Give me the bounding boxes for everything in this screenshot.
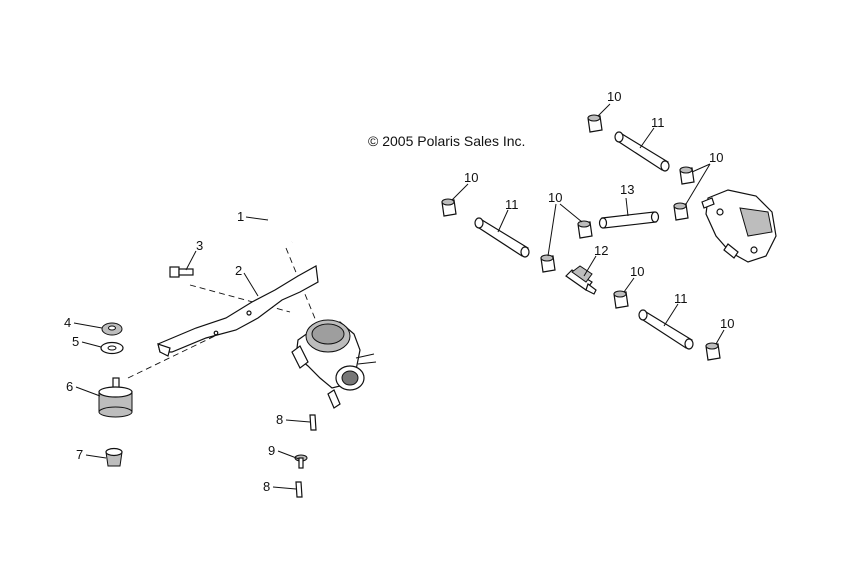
leader-10a	[597, 103, 611, 117]
callout-1: 1	[237, 209, 244, 224]
leader-6	[75, 386, 101, 397]
part-11-fuel-line-upper	[614, 131, 670, 172]
part-4-nut	[101, 322, 123, 336]
carburetor	[291, 319, 377, 409]
leader-4	[73, 322, 103, 329]
leader-11a	[639, 127, 655, 149]
callout-10a: 10	[607, 89, 621, 104]
callout-10d: 10	[548, 190, 562, 205]
part-3-bolt	[169, 266, 194, 278]
part-10-clamp-e	[577, 220, 593, 239]
callout-9: 9	[268, 443, 275, 458]
leader-10f	[715, 329, 725, 345]
callout-11c: 11	[674, 291, 688, 306]
leader-9	[277, 450, 300, 460]
fuel-pump	[701, 189, 777, 263]
leader-11c	[663, 303, 679, 327]
callout-7: 7	[76, 447, 83, 462]
leader-1	[245, 216, 269, 221]
part-7-sleeve-nut	[105, 447, 123, 467]
part-10-clamp-f	[540, 254, 556, 273]
leader-13	[625, 197, 629, 217]
part-10-clamp-c	[673, 202, 689, 221]
leader-12	[583, 255, 597, 277]
part-12-fuel-filter	[565, 265, 597, 295]
leader-8b	[272, 486, 297, 490]
callout-11b: 11	[505, 197, 519, 212]
part-1-vent-hose	[266, 215, 296, 244]
part-8-clamp-upper	[309, 414, 317, 431]
part-10-clamp-b	[679, 166, 695, 185]
part-10-clamp-d	[441, 198, 457, 217]
leader-11b	[497, 209, 509, 233]
leader-5	[81, 341, 102, 348]
leader-2	[243, 272, 259, 297]
callout-4: 4	[64, 315, 71, 330]
callout-10b: 10	[709, 150, 723, 165]
part-5-washer	[100, 341, 124, 355]
leader-10e	[623, 277, 635, 293]
part-2-mounting-bracket	[157, 265, 319, 357]
leader-8a	[285, 419, 311, 423]
callout-8b: 8	[263, 479, 270, 494]
part-13-short-hose	[598, 211, 660, 229]
leader-10d	[547, 203, 583, 257]
part-10-clamp-a	[587, 114, 603, 133]
part-11-fuel-line-lower	[638, 309, 694, 350]
part-10-clamp-g	[613, 290, 629, 309]
callout-10c: 10	[464, 170, 478, 185]
part-11-fuel-line-left	[474, 217, 530, 258]
part-8-clamp-lower	[295, 481, 303, 498]
alignment-line-b	[189, 284, 291, 313]
part-6-rubber-mount	[98, 377, 133, 418]
callout-13: 13	[620, 182, 634, 197]
part-10-clamp-h	[705, 342, 721, 361]
callout-10e: 10	[630, 264, 644, 279]
copyright-text: © 2005 Polaris Sales Inc.	[368, 133, 525, 149]
callout-11a: 11	[651, 115, 665, 130]
callout-8a: 8	[276, 412, 283, 427]
callout-3: 3	[196, 238, 203, 253]
callout-12: 12	[594, 243, 608, 258]
leader-7	[85, 454, 107, 459]
leader-3	[185, 250, 197, 271]
callout-6: 6	[66, 379, 73, 394]
part-9-screw	[294, 454, 308, 469]
leader-10b	[685, 163, 711, 205]
callout-2: 2	[235, 263, 242, 278]
leader-10c	[451, 183, 469, 201]
callout-10f: 10	[720, 316, 734, 331]
callout-5: 5	[72, 334, 79, 349]
